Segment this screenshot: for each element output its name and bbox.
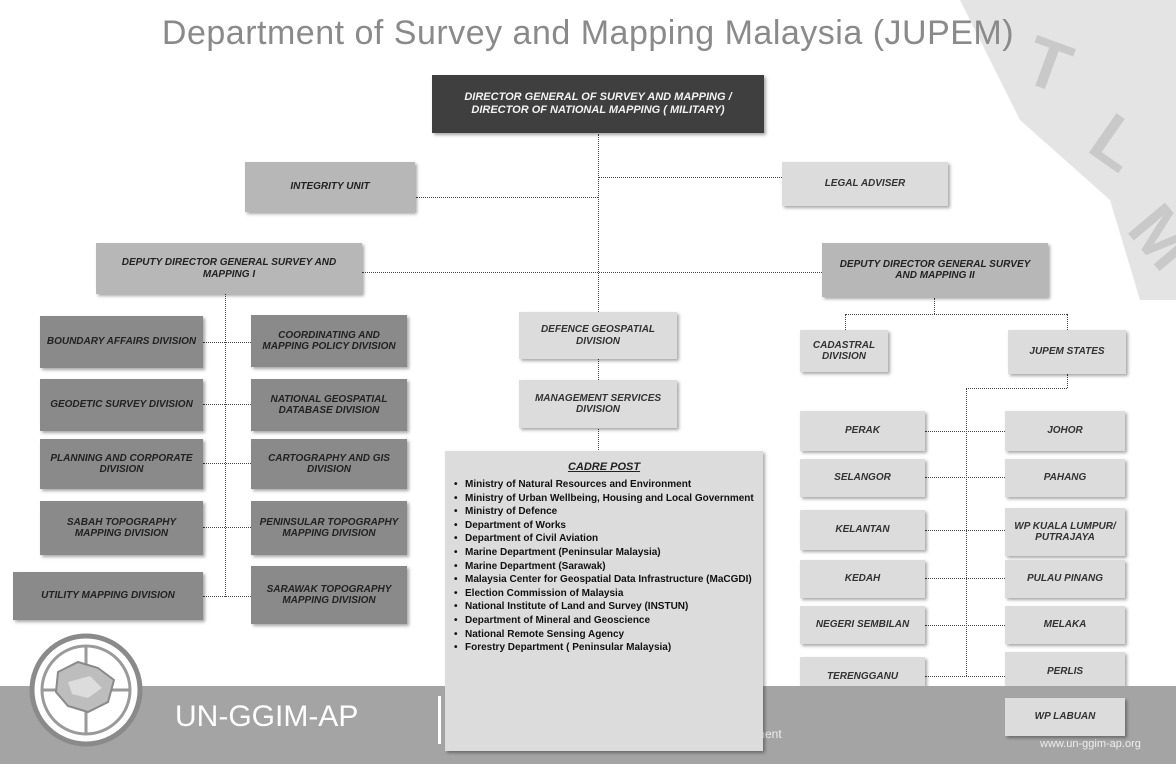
division-box: NATIONAL GEOSPATIAL DATABASE DIVISION — [251, 379, 407, 431]
page-title: Department of Survey and Mapping Malaysi… — [161, 14, 1015, 52]
cadre-post-title: CADRE POST — [567, 461, 641, 473]
connector — [203, 342, 251, 343]
division-box: COORDINATING AND MAPPING POLICY DIVISION — [251, 315, 407, 367]
division-box: PLANNING AND CORPORATE DIVISION — [40, 439, 203, 489]
state-box: PULAU PINANG — [1005, 560, 1125, 598]
connector — [416, 197, 598, 198]
jupem-states-box: JUPEM STATES — [1008, 330, 1126, 374]
state-box: NEGERI SEMBILAN — [800, 606, 925, 644]
globe-logo-icon — [29, 633, 143, 747]
connector — [1067, 314, 1068, 330]
connector — [362, 272, 822, 273]
cadastral-division-box: CADASTRAL DIVISION — [800, 330, 888, 372]
connector — [925, 676, 1005, 677]
list-item: Ministry of Natural Resources and Enviro… — [454, 479, 755, 491]
connector — [203, 527, 251, 528]
connector — [966, 388, 967, 676]
division-box: UTILITY MAPPING DIVISION — [13, 572, 203, 620]
deputy-director-1-box: DEPUTY DIRECTOR GENERAL SURVEY AND MAPPI… — [96, 243, 362, 294]
footer-url: www.un-ggim-ap.org — [1040, 738, 1141, 750]
state-box: SELANGOR — [800, 459, 925, 497]
deputy-director-2-box: DEPUTY DIRECTOR GENERAL SURVEY AND MAPPI… — [822, 243, 1048, 297]
division-box: BOUNDARY AFFAIRS DIVISION — [40, 316, 203, 368]
connector — [598, 177, 782, 178]
list-item: Department of Civil Aviation — [454, 533, 755, 545]
list-item: Ministry of Urban Wellbeing, Housing and… — [454, 493, 755, 505]
connector — [203, 596, 251, 597]
connector — [925, 431, 1005, 432]
connector — [925, 625, 1005, 626]
list-item: Forestry Department ( Peninsular Malaysi… — [454, 642, 755, 654]
state-box: PERLIS — [1005, 652, 1125, 692]
management-services-box: MANAGEMENT SERVICES DIVISION — [519, 380, 677, 428]
cadre-post-panel: CADRE POST Ministry of Natural Resources… — [445, 451, 763, 751]
list-item: Marine Department (Sarawak) — [454, 561, 755, 573]
cadre-post-list: Ministry of Natural Resources and Enviro… — [453, 479, 755, 654]
connector — [925, 578, 1005, 579]
watermark-stamp: T L M — [960, 0, 1176, 300]
connector — [934, 298, 935, 314]
division-box: SABAH TOPOGRAPHY MAPPING DIVISION — [40, 501, 203, 555]
list-item: Marine Department (Peninsular Malaysia) — [454, 547, 755, 559]
state-box: MELAKA — [1005, 606, 1125, 644]
division-box: PENINSULAR TOPOGRAPHY MAPPING DIVISION — [251, 501, 407, 555]
integrity-unit-box: INTEGRITY UNIT — [245, 162, 415, 212]
connector — [1067, 374, 1068, 388]
division-box: SARAWAK TOPOGRAPHY MAPPING DIVISION — [251, 566, 407, 624]
state-box: JOHOR — [1005, 411, 1125, 451]
state-box: KELANTAN — [800, 510, 925, 550]
state-box: PAHANG — [1005, 459, 1125, 497]
legal-adviser-box: LEGAL ADVISER — [782, 162, 948, 206]
list-item: Malaysia Center for Geospatial Data Infr… — [454, 574, 755, 586]
connector — [203, 404, 251, 405]
division-box: CARTOGRAPHY AND GIS DIVISION — [251, 439, 407, 489]
division-box: GEODETIC SURVEY DIVISION — [40, 379, 203, 431]
list-item: Election Commission of Malaysia — [454, 588, 755, 600]
state-box: WP KUALA LUMPUR/ PUTRAJAYA — [1005, 508, 1125, 556]
list-item: Department of Mineral and Geoscience — [454, 615, 755, 627]
connector — [925, 530, 1005, 531]
director-general-box: DIRECTOR GENERAL OF SURVEY AND MAPPING /… — [432, 75, 764, 133]
defence-geospatial-box: DEFENCE GEOSPATIAL DIVISION — [519, 312, 677, 359]
connector — [925, 477, 1005, 478]
list-item: National Remote Sensing Agency — [454, 629, 755, 641]
state-box: WP LABUAN — [1005, 698, 1125, 736]
connector — [845, 314, 846, 330]
footer-brand: UN-GGIM-AP — [175, 700, 359, 733]
connector — [203, 463, 251, 464]
list-item: Ministry of Defence — [454, 506, 755, 518]
footer-separator — [438, 696, 441, 744]
state-box: PERAK — [800, 411, 925, 451]
connector — [966, 388, 1067, 389]
connector — [598, 134, 599, 452]
list-item: Department of Works — [454, 520, 755, 532]
connector — [225, 290, 226, 597]
list-item: National Institute of Land and Survey (I… — [454, 601, 755, 613]
state-box: KEDAH — [800, 560, 925, 598]
connector — [845, 314, 1067, 315]
